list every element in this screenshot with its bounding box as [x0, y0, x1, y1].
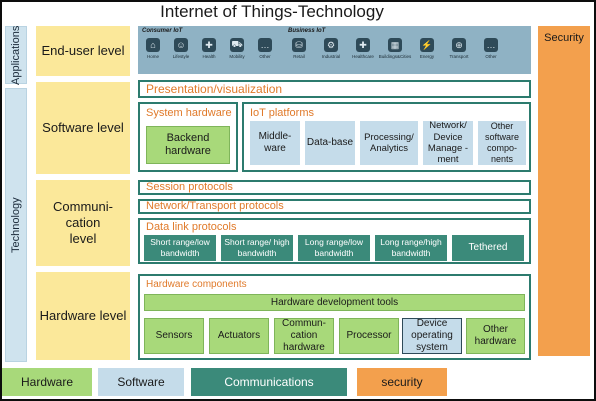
health-icon: ✚ [202, 38, 216, 52]
backend-hardware: Backend hardware [146, 126, 230, 164]
datalink-tethered: Tethered [452, 235, 524, 261]
datalink-short-high: Short range/ high bandwidth [221, 235, 293, 261]
iot-platforms-box: IoT platforms Middle-ware Data-base Proc… [242, 102, 531, 172]
platform-other-software: Other software compo-nents [478, 121, 526, 165]
datalink-short-low: Short range/low bandwidth [144, 235, 216, 261]
home-icon: ⌂ [146, 38, 160, 52]
hardware-dev-tools: Hardware development tools [144, 294, 525, 311]
buildings-icon: ▦ [388, 38, 402, 52]
other-business-icon: … [484, 38, 498, 52]
hw-device-os: Device operating system [402, 318, 462, 354]
security-column: Security [538, 26, 590, 356]
consumer-icons: ⌂Home ☺Lifestyle ✚Health ⛟Mobility …Othe… [142, 38, 276, 59]
hardware-components-box: Hardware components Hardware development… [138, 274, 531, 360]
diagram-title: Internet of Things-Technology [160, 2, 384, 21]
healthcare-icon: ✚ [356, 38, 370, 52]
network-transport-protocols: Network/Transport protocols [138, 199, 531, 214]
business-app: …Other [484, 38, 498, 59]
hardware-components-title: Hardware components [146, 279, 247, 290]
mobility-icon: ⛟ [230, 38, 244, 52]
hw-processor: Processor [339, 318, 399, 354]
hw-other-hardware: Other hardware [466, 318, 525, 354]
enduser-level: End-user level [36, 26, 130, 76]
technology-sidebar: Technology [5, 88, 27, 362]
consumer-app: ⛟Mobility [229, 38, 245, 59]
business-iot-label: Business IoT [288, 28, 326, 34]
communication-level: Communi- cation level [36, 180, 130, 266]
legend-hardware: Hardware [2, 368, 92, 396]
legend-security: security [357, 368, 447, 396]
retail-icon: ⛁ [292, 38, 306, 52]
industrial-icon: ⚙ [324, 38, 338, 52]
business-app: ⊕Transport [449, 38, 469, 59]
platform-middleware: Middle-ware [250, 121, 300, 165]
consumer-app: ✚Health [202, 38, 216, 59]
consumer-app: ⌂Home [146, 38, 160, 59]
datalink-long-low: Long range/low bandwidth [298, 235, 370, 261]
lifestyle-icon: ☺ [174, 38, 188, 52]
system-hardware-box: System hardware Backend hardware [138, 102, 238, 172]
software-level: Software level [36, 82, 130, 174]
session-protocols: Session protocols [138, 180, 531, 195]
energy-icon: ⚡ [420, 38, 434, 52]
legend-communications: Communications [191, 368, 347, 396]
business-app: ⛁Retail [292, 38, 306, 59]
transport-icon: ⊕ [452, 38, 466, 52]
hw-sensors: Sensors [144, 318, 204, 354]
enduser-apps-strip: Consumer IoT Business IoT ⌂Home ☺Lifesty… [138, 26, 531, 74]
business-app: ▦Buildings&Cities [378, 38, 412, 59]
hw-actuators: Actuators [209, 318, 269, 354]
business-app: ✚Healthcare [352, 38, 374, 59]
business-app: ⚙Industrial [321, 38, 341, 59]
datalink-title: Data link protocols [146, 221, 237, 233]
system-hardware-title: System hardware [146, 107, 232, 119]
consumer-iot-label: Consumer IoT [142, 28, 183, 34]
hardware-level: Hardware level [36, 272, 130, 360]
platform-network-device-management: Network/ Device Manage -ment [423, 120, 473, 165]
platform-processing-analytics: Processing/ Analytics [360, 121, 418, 165]
hw-communication-hardware: Commun-cation hardware [274, 318, 334, 354]
consumer-app: …Other [258, 38, 272, 59]
business-icons: ⛁Retail ⚙Industrial ✚Healthcare ▦Buildin… [288, 38, 502, 59]
legend-software: Software [98, 368, 184, 396]
datalink-protocols-box: Data link protocols Short range/low band… [138, 218, 531, 264]
business-app: ⚡Energy [419, 38, 435, 59]
presentation-layer: Presentation/visualization [138, 80, 531, 98]
consumer-app: ☺Lifestyle [172, 38, 190, 59]
other-icon: … [258, 38, 272, 52]
platform-database: Data-base [305, 121, 355, 165]
iot-platforms-title: IoT platforms [250, 107, 314, 119]
applications-sidebar: Applications [5, 25, 27, 85]
datalink-long-high: Long range/high bandwidth [375, 235, 447, 261]
